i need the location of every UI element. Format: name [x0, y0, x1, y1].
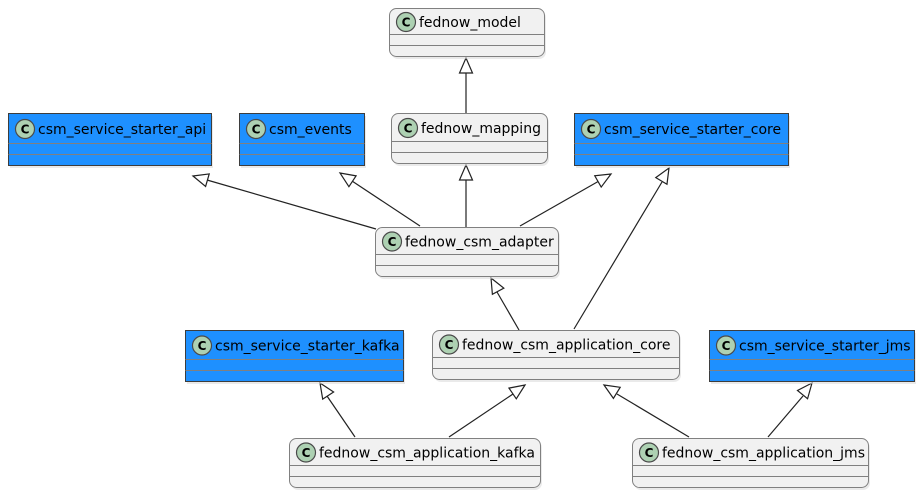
node-label: fednow_csm_application_kafka — [319, 446, 535, 462]
class-stereotype-letter: C — [198, 339, 207, 353]
edge-line — [326, 395, 356, 438]
node-label: csm_service_starter_jms — [739, 339, 911, 355]
generalization-edge — [338, 172, 421, 227]
inheritance-arrowhead-icon — [458, 56, 474, 74]
edge-line — [448, 393, 514, 438]
class-stereotype-letter: C — [21, 123, 30, 137]
inheritance-arrowhead-icon — [602, 384, 622, 400]
node-label: csm_service_starter_kafka — [215, 339, 400, 355]
inheritance-arrowhead-icon — [338, 172, 358, 188]
class-stereotype-circle-icon — [245, 118, 267, 140]
node-label: csm_service_starter_api — [38, 122, 206, 138]
inheritance-arrowhead-icon — [191, 173, 211, 188]
node-label: fednow_csm_application_jms — [662, 446, 865, 462]
class-stereotype-circle-icon — [295, 442, 317, 463]
class-stereotype-letter: C — [445, 338, 454, 352]
class-stereotype-circle-icon — [715, 335, 737, 356]
class-stereotype-circle-icon — [191, 335, 213, 356]
class-stereotype-letter: C — [388, 235, 397, 249]
generalization-edge — [602, 384, 690, 438]
edge-line — [351, 180, 421, 227]
inheritance-arrowhead-icon — [458, 163, 474, 181]
node-box — [574, 113, 789, 166]
class-stereotype-circle-icon — [438, 334, 460, 355]
edges-layer — [191, 56, 813, 438]
inheritance-arrowhead-icon — [319, 381, 335, 401]
node-label: fednow_mapping — [421, 121, 541, 137]
generalization-edge — [458, 163, 474, 227]
generalization-edge — [191, 173, 377, 230]
node-box — [709, 330, 915, 382]
generalization-edge — [767, 381, 813, 438]
node-box — [8, 113, 212, 166]
class-stereotype-letter: C — [404, 122, 413, 136]
class-stereotype-letter: C — [722, 339, 731, 353]
class-stereotype-letter: C — [587, 123, 596, 137]
edge-line — [573, 181, 663, 330]
node-label: fednow_csm_adapter — [405, 235, 554, 251]
generalization-edge — [458, 56, 474, 113]
inheritance-arrowhead-icon — [796, 381, 813, 400]
node-box — [432, 330, 680, 380]
edge-line — [767, 395, 804, 438]
generalization-edge — [319, 381, 356, 438]
generalization-edge — [448, 384, 527, 438]
class-stereotype-letter: C — [645, 446, 654, 460]
generalization-edge — [573, 166, 670, 330]
edge-line — [519, 180, 600, 227]
edge-line — [206, 179, 377, 230]
class-stereotype-letter: C — [402, 16, 411, 30]
class-stereotype-circle-icon — [395, 11, 417, 33]
class-stereotype-circle-icon — [381, 231, 403, 252]
node-box — [389, 8, 545, 57]
class-stereotype-letter: C — [252, 123, 261, 137]
node-box — [185, 330, 404, 382]
edge-line — [616, 393, 690, 438]
node-label: csm_events — [269, 122, 352, 138]
inheritance-arrowhead-icon — [490, 276, 505, 296]
node-box — [289, 438, 541, 488]
node-label: fednow_model — [419, 15, 521, 31]
node-box — [391, 113, 548, 164]
class-stereotype-circle-icon — [397, 117, 419, 139]
class-stereotype-letter: C — [302, 446, 311, 460]
inheritance-arrowhead-icon — [507, 384, 527, 400]
class-stereotype-circle-icon — [14, 118, 36, 140]
node-box — [375, 227, 559, 277]
node-box — [632, 438, 869, 488]
inheritance-arrowhead-icon — [654, 166, 670, 186]
edge-line — [496, 291, 520, 331]
node-label: fednow_csm_application_core — [462, 338, 671, 354]
node-label: csm_service_starter_core — [604, 122, 781, 138]
class-stereotype-circle-icon — [580, 118, 602, 140]
generalization-edge — [519, 173, 613, 227]
inheritance-arrowhead-icon — [593, 173, 613, 189]
class-stereotype-circle-icon — [638, 442, 660, 463]
generalization-edge — [490, 276, 520, 331]
